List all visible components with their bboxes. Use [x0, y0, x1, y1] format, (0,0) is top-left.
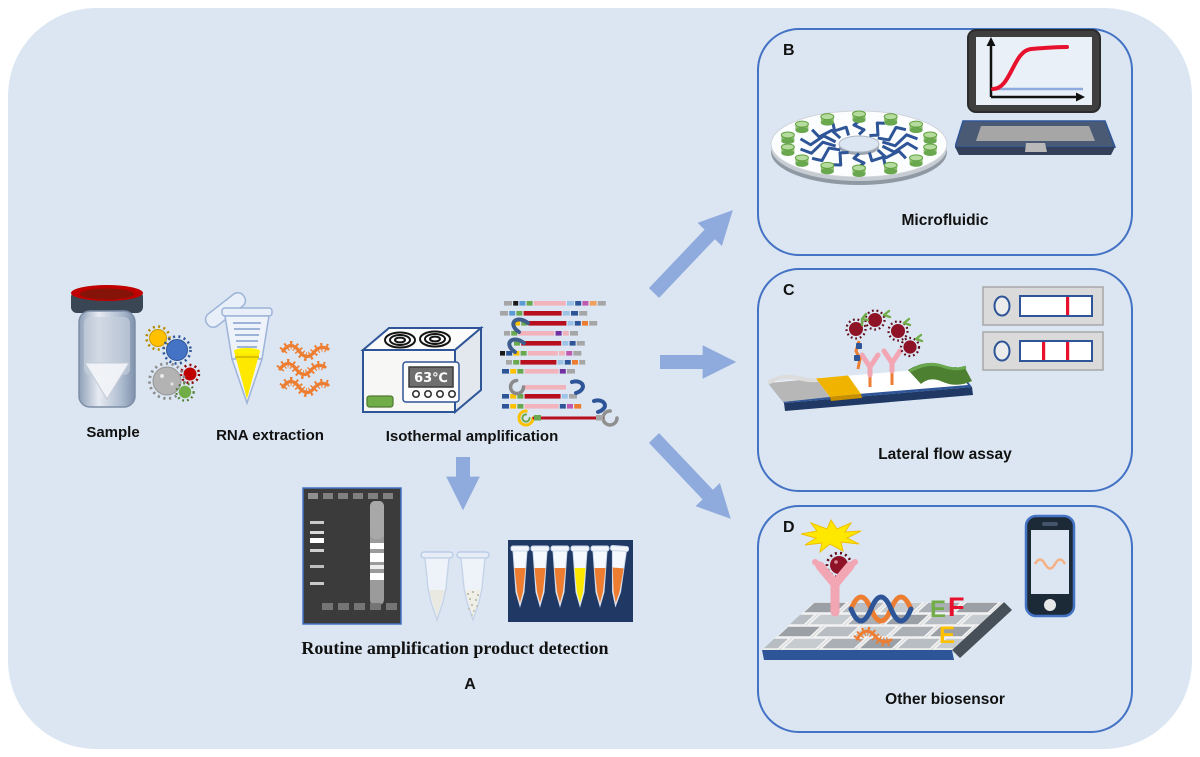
amplification-curve: [991, 45, 1069, 91]
dna-ladder-bands: [310, 521, 324, 585]
antibody-virus-flash-icon: [800, 518, 862, 617]
letter-e-yellow: E: [939, 622, 956, 649]
isothermal-amplification-label: Isothermal amplification: [385, 428, 559, 445]
virus-particles-icon: [145, 325, 201, 402]
smear-lane: [370, 501, 384, 605]
panel-microfluidic: B Microfluidic: [757, 28, 1133, 256]
microfluidic-caption: Microfluidic: [901, 212, 989, 229]
control-line: [1066, 297, 1070, 315]
dna-helix-icon: [848, 594, 914, 647]
power-button: [366, 395, 394, 408]
lateral-flow-caption: Lateral flow assay: [878, 446, 1012, 463]
microcentrifuge-tubes-icon: [420, 551, 490, 623]
temperature-display: [408, 366, 454, 388]
signal-wave: [1033, 558, 1067, 570]
letter-f-red: F: [948, 592, 965, 622]
gel-electrophoresis-icon: [302, 487, 402, 625]
test-line: [1042, 342, 1046, 360]
routine-detection-label: Routine amplification product detection: [301, 638, 609, 658]
disc-reaction-wells: [780, 110, 938, 177]
rna-extraction-tube-icon: [204, 291, 331, 406]
figure-letter-a: A: [464, 676, 476, 693]
capture-antibodies: [859, 348, 903, 387]
laptop-curve-icon: [955, 29, 1117, 155]
panel-letter-c: C: [783, 282, 795, 299]
panel-lateral-flow: C Lateral flow assay: [757, 268, 1133, 492]
rna-hairpin-icon: [853, 626, 894, 647]
other-biosensor-caption: Other biosensor: [885, 691, 1005, 708]
letter-e-green: E: [930, 596, 947, 623]
device-buttons: [411, 390, 457, 399]
sample-label: Sample: [86, 424, 140, 441]
phone-speaker: [1042, 522, 1058, 526]
antibody-icon: [812, 559, 858, 617]
colorimetric-tube-strip-icon: [508, 540, 633, 622]
panel-letter-b: B: [783, 42, 795, 59]
control-line: [1066, 342, 1070, 360]
amplified-dna-products-icon: [500, 301, 619, 427]
labeled-virus-particles: [845, 309, 924, 358]
flash-icon: [800, 518, 862, 554]
microfluidic-disc-icon: [770, 110, 948, 185]
positive-yellow-tube: [574, 568, 586, 603]
heating-coil-icon: [384, 330, 451, 349]
panel-letter-d: D: [783, 519, 795, 536]
trackpad: [1025, 143, 1047, 152]
fluorophore-letters: E F E: [925, 592, 985, 654]
smartphone-icon: [1024, 514, 1076, 618]
panel-other-biosensor: D Other biosensor: [757, 505, 1133, 733]
home-button: [1044, 599, 1056, 611]
rna-extraction-label: RNA extraction: [216, 427, 324, 444]
rna-strands-icon: [276, 341, 331, 397]
turbidity-precipitate: [467, 591, 479, 616]
isothermal-heat-block-icon: 63℃: [360, 325, 484, 415]
lateral-flow-strip-icon: [766, 309, 973, 411]
biosensor-chip-icon: [762, 602, 1012, 660]
test-cassette-icon: [982, 286, 1104, 371]
cassette-positive: [982, 331, 1104, 371]
sample-collection-tube-icon: [71, 285, 201, 408]
cassette-negative: [982, 286, 1104, 326]
temperature-readout: 63℃: [414, 371, 448, 386]
